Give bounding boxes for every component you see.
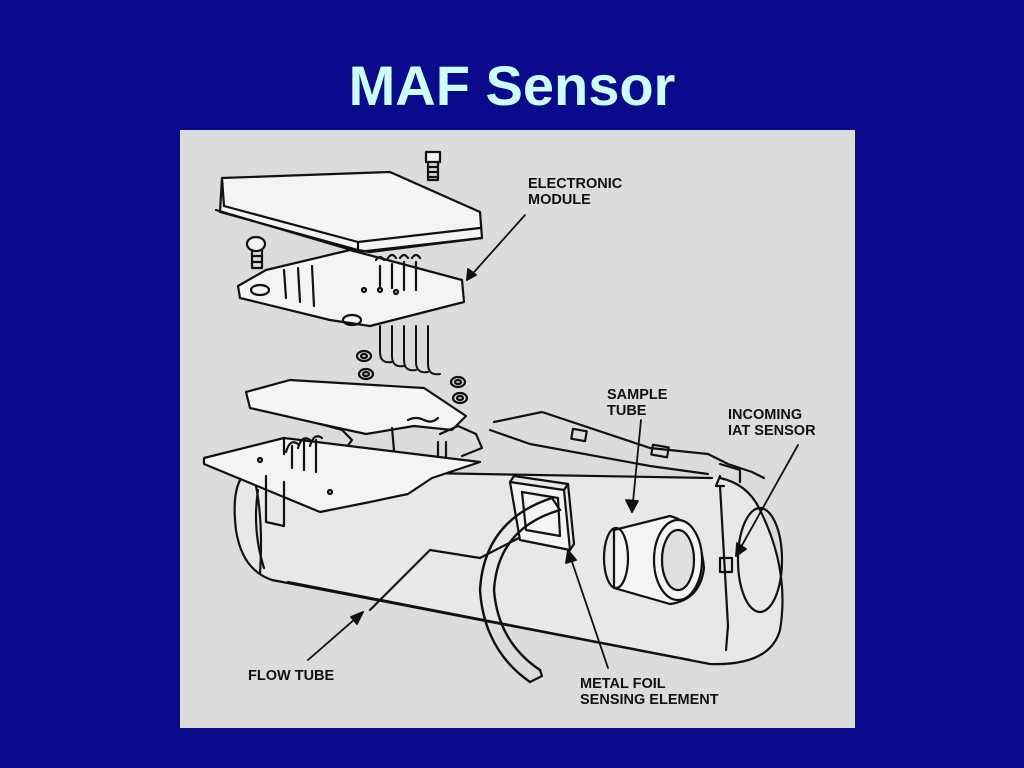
mounting-plate: [244, 378, 468, 452]
electronic-module-arrowhead: [466, 268, 477, 281]
label-incoming-iat-sensor-line2: IAT SENSOR: [728, 423, 816, 439]
callout-leaders: [307, 214, 799, 669]
metal-foil-arrowhead: [565, 549, 577, 564]
sample-tube-arrowhead: [625, 499, 639, 513]
label-electronic-module-line1: ELECTRONIC: [528, 176, 623, 192]
left-screw: [245, 235, 267, 270]
metal-clamp: [478, 496, 562, 684]
label-sample-tube-line1: SAMPLE: [607, 387, 668, 403]
label-incoming-iat-sensor-line1: INCOMING: [728, 407, 803, 423]
sample-tube: [602, 514, 706, 606]
metal-foil-leader: [567, 549, 609, 669]
flow-tube-arrowhead: [350, 611, 364, 625]
exploded-view-illustration: [202, 150, 799, 684]
flow-tube-body: [233, 468, 784, 666]
electronic-module-leader: [466, 214, 526, 281]
top-screw: [424, 150, 442, 182]
flow-tube-flange: [202, 435, 482, 528]
label-metal-foil-line1: METAL FOIL: [580, 676, 666, 692]
module-terminals: [379, 325, 441, 376]
iat-sensor-probe: [714, 474, 734, 652]
label-electronic-module-line2: MODULE: [528, 192, 591, 208]
module-cover: [214, 170, 484, 254]
sample-tube-rail: [488, 410, 766, 484]
label-flow-tube-line1: FLOW TUBE: [248, 668, 335, 684]
iat-sensor-leader: [735, 444, 799, 557]
label-electronic-module: ELECTRONIC MODULE: [528, 176, 622, 208]
label-sample-tube: SAMPLE TUBE: [607, 387, 667, 419]
sample-tube-leader: [631, 419, 642, 513]
maf-sensor-diagram: ELECTRONIC MODULE SAMPLE TUBE INCOMING I…: [180, 130, 855, 728]
label-incoming-iat-sensor: INCOMING IAT SENSOR: [728, 407, 816, 439]
hex-nuts: [355, 349, 469, 405]
label-flow-tube: FLOW TUBE: [248, 668, 334, 684]
sensing-element-housing: [508, 474, 576, 552]
iat-sensor-arrowhead: [735, 542, 747, 557]
label-metal-foil-sensing-element: METAL FOIL SENSING ELEMENT: [580, 676, 719, 708]
slide-title: MAF Sensor: [348, 54, 676, 117]
label-sample-tube-line2: TUBE: [607, 403, 647, 419]
label-metal-foil-line2: SENSING ELEMENT: [580, 692, 719, 708]
electronic-module-base: [236, 248, 466, 328]
